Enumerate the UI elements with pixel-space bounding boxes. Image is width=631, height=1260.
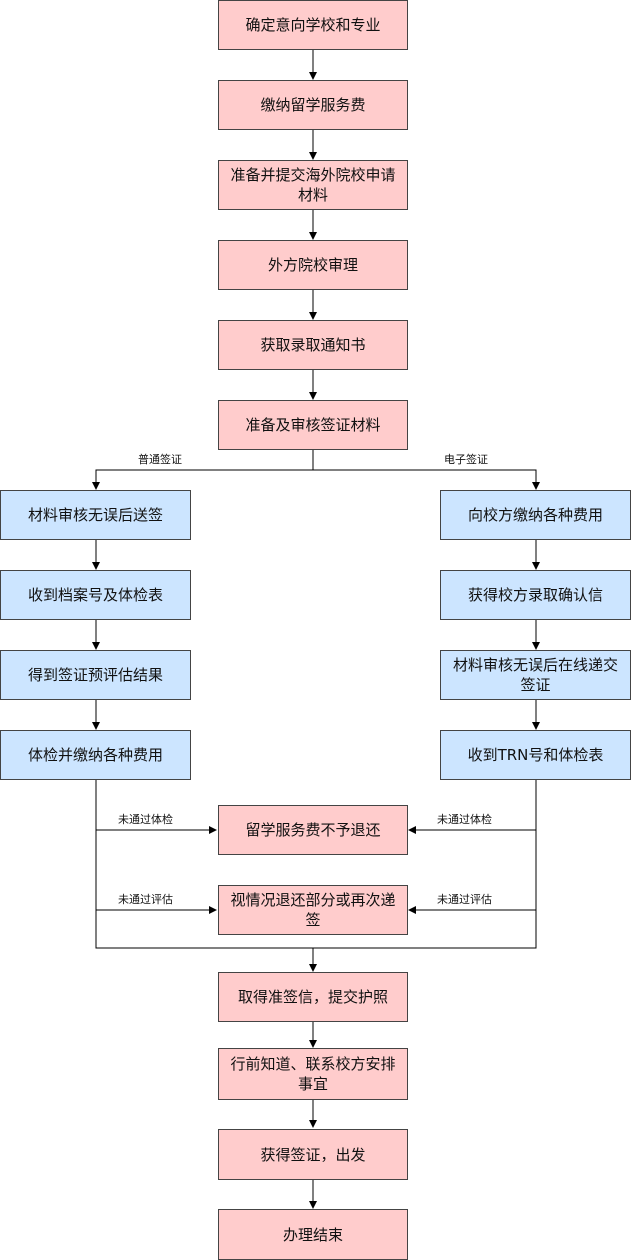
label-fail-eval-right: 未通过评估	[437, 893, 492, 906]
node-right-confirmation: 获得校方录取确认信	[440, 570, 631, 620]
node-visa-approved: 取得准签信，提交护照	[218, 972, 408, 1022]
node-submit-application: 准备并提交海外院校申请材料	[218, 160, 408, 210]
node-left-file-number: 收到档案号及体检表	[0, 570, 191, 620]
label-fail-exam-right: 未通过体检	[437, 813, 492, 826]
label-fail-eval-left: 未通过评估	[118, 893, 173, 906]
label-regular-visa: 普通签证	[138, 453, 182, 466]
node-partial-refund: 视情况退还部分或再次递签	[218, 885, 408, 935]
node-right-trn: 收到TRN号和体检表	[440, 730, 631, 780]
node-right-pay-fees: 向校方缴纳各种费用	[440, 490, 631, 540]
node-pre-departure: 行前知道、联系校方安排事宜	[218, 1048, 408, 1100]
label-electronic-visa: 电子签证	[444, 453, 488, 466]
node-pay-service-fee: 缴纳留学服务费	[218, 80, 408, 130]
node-school-review: 外方院校审理	[218, 240, 408, 290]
node-left-submit: 材料审核无误后送签	[0, 490, 191, 540]
node-complete: 办理结束	[218, 1209, 408, 1260]
line-l4-merge	[95, 780, 313, 949]
node-left-medical: 体检并缴纳各种费用	[0, 730, 191, 780]
arrow-n6-l1	[92, 450, 314, 490]
line-r4-merge	[313, 780, 537, 949]
node-get-visa-depart: 获得签证，出发	[218, 1129, 408, 1180]
node-right-online-submit: 材料审核无误后在线递交签证	[440, 650, 631, 700]
node-prepare-visa: 准备及审核签证材料	[218, 400, 408, 450]
node-choose-school: 确定意向学校和专业	[218, 0, 408, 50]
node-get-admission: 获取录取通知书	[218, 320, 408, 370]
arrow-n6-r1	[313, 469, 540, 490]
node-no-refund: 留学服务费不予退还	[218, 805, 408, 855]
label-fail-exam-left: 未通过体检	[118, 813, 173, 826]
node-left-pre-assessment: 得到签证预评估结果	[0, 650, 191, 700]
